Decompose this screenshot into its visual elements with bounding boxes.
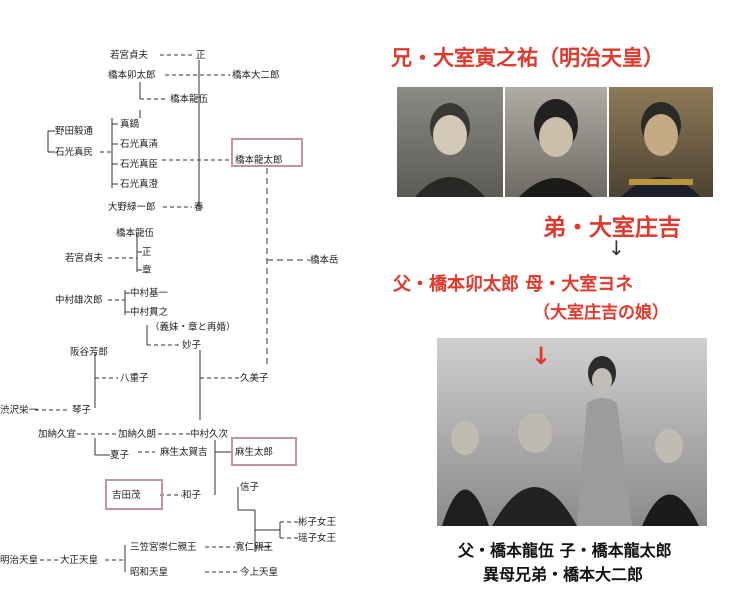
parents-text: 父・橋本卯太郎 母・大室ヨネ [393, 274, 634, 295]
tree-name: 八重子 [120, 372, 149, 384]
portrait-1 [397, 87, 503, 197]
tree-name: （義妹・章と再婚） [150, 321, 236, 333]
tree-name: 大正天皇 [60, 554, 98, 566]
tree-name: 彬子女王 [298, 516, 337, 528]
tree-name: 瑶子女王 [298, 532, 337, 544]
tree-name: 橋本龍伍 [170, 93, 209, 105]
tree-name: 麻生太賀吉 [160, 446, 208, 458]
tree-name: 寛仁親王 [235, 541, 274, 553]
tree-name: 若宮貞夫 [65, 252, 104, 264]
caption-line-2: 異母兄弟・橋本大二郎 [483, 565, 644, 584]
tree-name: 章 [142, 264, 152, 276]
tree-name: 中村久次 [190, 428, 229, 440]
tree-name: 麻生太郎 [235, 446, 273, 458]
tree-name: 中村貫之 [130, 306, 169, 318]
tree-name: 中村雄次郎 [55, 294, 103, 306]
note-text: （大室庄吉の娘） [533, 303, 669, 323]
arrow-down-icon: ↓ [608, 236, 625, 260]
tree-name: 今上天皇 [240, 566, 278, 578]
portrait-1-figure [415, 103, 485, 197]
portrait-3 [609, 87, 713, 197]
tree-name: 橋本龍太郎 [235, 154, 283, 166]
tree-name: 大野緑一郎 [108, 201, 156, 213]
tree-name: 真鍋 [120, 118, 139, 130]
tree-name: 昭和天皇 [130, 566, 168, 578]
tree-name: 中村基一 [130, 287, 169, 299]
tree-name: 野田毅通 [55, 125, 94, 137]
tree-name: 石光真臣 [120, 158, 158, 170]
tree-name: 吉田茂 [112, 489, 141, 501]
tree-lines [35, 54, 310, 573]
family-photo [437, 338, 707, 526]
portrait-3-figure [621, 102, 701, 197]
tree-name: 明治天皇 [0, 554, 38, 566]
tree-name: 阪谷芳郎 [70, 346, 108, 358]
tree-name: 和子 [182, 490, 202, 501]
tree-labels: 若宮貞夫正橋本卯太郎橋本大二郎橋本龍伍真鍋野田毅通石光真清石光真民橋本龍太郎石光… [0, 49, 339, 578]
tree-name: 琴子 [72, 405, 92, 416]
tree-name: 加納久朗 [118, 428, 156, 440]
tree-name: 正 [196, 50, 206, 61]
tree-name: 加納久宜 [38, 428, 76, 440]
caption-line-1: 父・橋本龍伍 子・橋本龍太郎 [458, 541, 672, 560]
photo-panel: 兄・大室寅之祐（明治天皇） 弟・大室庄吉 ↓ [383, 0, 750, 612]
tree-name: 橋本岳 [310, 254, 339, 266]
tree-name: 夏子 [110, 450, 130, 461]
tree-name: 橋本大二郎 [232, 69, 280, 81]
portrait-2 [505, 87, 607, 197]
tree-name: 信子 [240, 481, 260, 493]
title-text: 兄・大室寅之祐（明治天皇） [391, 46, 664, 70]
tree-name: 渋沢栄一 [0, 404, 39, 416]
family-tree-diagram: 若宮貞夫正橋本卯太郎橋本大二郎橋本龍伍真鍋野田毅通石光真清石光真民橋本龍太郎石光… [0, 49, 339, 578]
portrait-2-figure [519, 99, 593, 197]
tree-name: 久美子 [240, 372, 269, 384]
subtitle-text: 弟・大室庄吉 [543, 215, 681, 241]
tree-name: 石光真民 [55, 146, 93, 158]
tree-name: 正 [142, 247, 152, 258]
tree-name: 石光真澄 [120, 178, 159, 190]
tree-name: 妙子 [182, 339, 202, 351]
tree-name: 若宮貞夫 [110, 49, 149, 61]
pointer-arrow-icon: ↓ [531, 342, 552, 370]
tree-name: 三笠宮崇仁親王 [130, 541, 197, 553]
tree-name: 橋本龍伍 [116, 227, 155, 239]
tree-name: 橋本卯太郎 [108, 69, 156, 81]
family-photo-figure [442, 356, 699, 526]
family-tree-panel: 若宮貞夫正橋本卯太郎橋本大二郎橋本龍伍真鍋野田毅通石光真清石光真民橋本龍太郎石光… [0, 49, 339, 578]
highlight-boxes [105, 138, 303, 510]
tree-name: 石光真清 [120, 138, 159, 150]
tree-name: 春 [194, 201, 204, 213]
